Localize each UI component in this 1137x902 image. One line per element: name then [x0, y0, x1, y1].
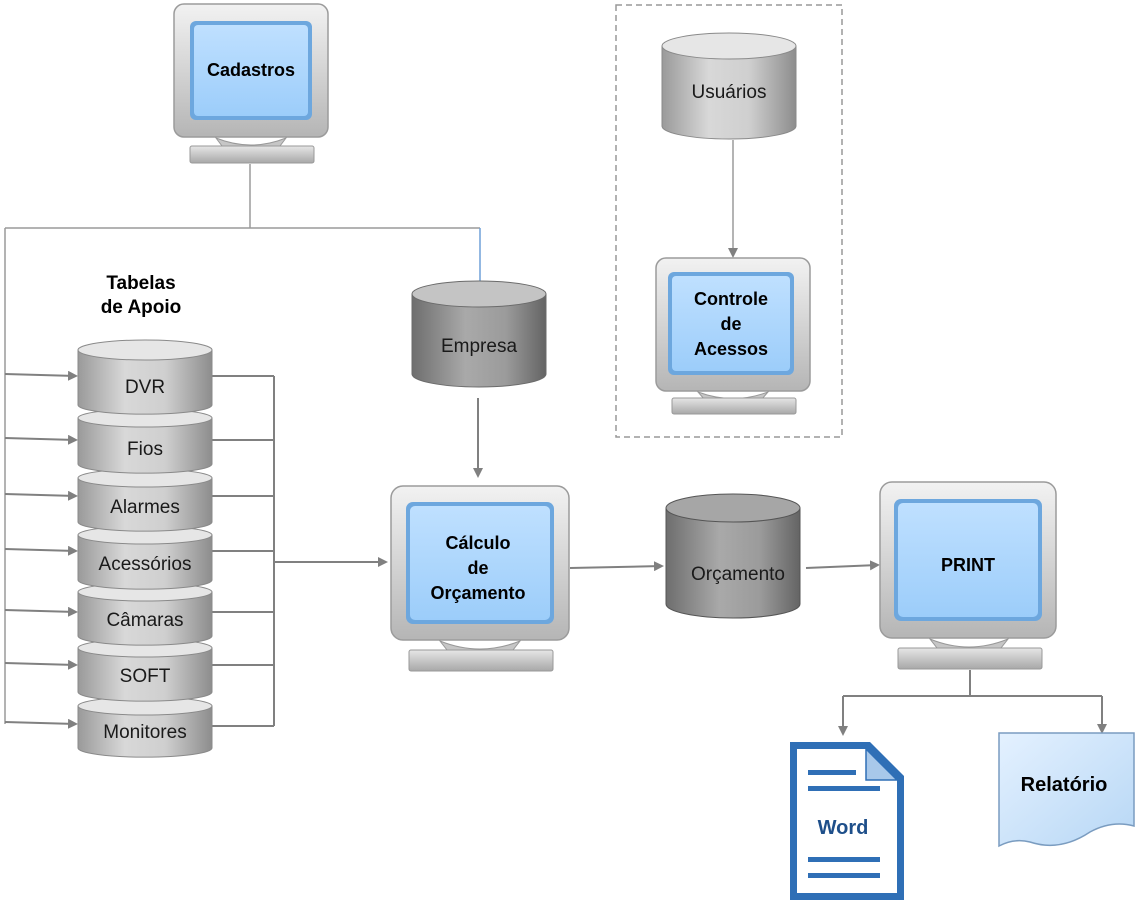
tabelas-title-line1: Tabelas	[106, 273, 175, 294]
calculo-label-line1: Cálculo	[445, 533, 510, 553]
cadastros-label: Cadastros	[207, 60, 295, 80]
monitor-calculo-orcamento: Cálculo de Orçamento	[390, 485, 570, 672]
connectors	[4, 164, 481, 724]
database-usuarios: Usuários	[661, 32, 797, 140]
print-label: PRINT	[941, 555, 995, 575]
word-document-icon: Word	[790, 742, 904, 900]
table-fios: Fios	[77, 408, 213, 474]
calculo-label-line2: de	[467, 558, 488, 578]
table-label: Acessórios	[99, 554, 192, 575]
tabelas-title-line2: de Apoio	[101, 297, 182, 318]
controle-label-line3: Acessos	[694, 339, 768, 359]
usuarios-label: Usuários	[692, 82, 767, 103]
flow-arrows	[473, 140, 1107, 736]
table-acessorios: Acessórios	[77, 525, 213, 590]
table-label: Alarmes	[110, 497, 180, 518]
controle-label-line1: Controle	[694, 289, 768, 309]
table-stack: Monitores SOFT Câmaras Acessórios Alarme…	[77, 339, 213, 758]
table-label: Fios	[127, 439, 163, 460]
table-soft: SOFT	[77, 638, 213, 702]
monitor-controle-acessos: Controle de Acessos	[655, 257, 811, 415]
table-dvr: DVR	[77, 339, 213, 415]
word-label: Word	[818, 817, 869, 839]
bracket-lines	[212, 375, 388, 727]
table-label: SOFT	[120, 666, 171, 687]
table-arrows	[4, 370, 78, 729]
table-camaras: Câmaras	[77, 582, 213, 646]
table-label: DVR	[125, 377, 165, 398]
controle-label-line2: de	[720, 314, 741, 334]
table-monitores: Monitores	[77, 696, 213, 758]
table-label: Câmaras	[106, 610, 183, 631]
monitor-print: PRINT	[879, 481, 1057, 670]
relatorio-document: Relatório	[998, 732, 1135, 848]
monitor-cadastros: Cadastros	[173, 3, 329, 164]
relatorio-label: Relatório	[1021, 774, 1108, 796]
table-label: Monitores	[103, 722, 186, 743]
calculo-label-line3: Orçamento	[430, 583, 525, 603]
orcamento-label: Orçamento	[691, 564, 785, 585]
access-group-box	[615, 4, 843, 438]
table-alarmes: Alarmes	[77, 468, 213, 532]
database-empresa: Empresa	[411, 280, 547, 388]
database-orcamento: Orçamento	[665, 493, 801, 619]
empresa-label: Empresa	[441, 336, 517, 357]
